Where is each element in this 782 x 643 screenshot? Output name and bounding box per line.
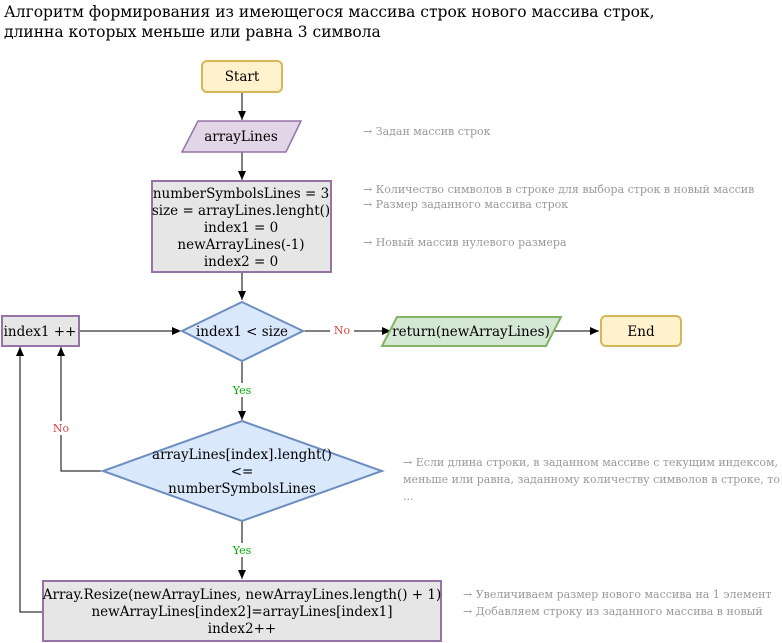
note-resize-2: → Добавляем строку из заданного массива … (463, 605, 763, 618)
condition2-line-3: numberSymbolsLines (168, 481, 316, 497)
start-node (201, 60, 283, 93)
condition2-node (100, 419, 385, 523)
increment-node (1, 315, 80, 347)
note-init-1: → Количество символов в строке для выбор… (363, 183, 754, 196)
note-init-2: → Размер заданного массива строк (363, 198, 568, 211)
increment-label: index1 ++ (4, 324, 77, 340)
edge-label-yes-1: Yes (232, 384, 252, 397)
start-label: Start (225, 69, 260, 85)
edge-condition2-increment (57, 347, 103, 472)
note-init-3: → Новый массив нулевого размера (363, 236, 567, 249)
return-node (380, 316, 563, 347)
edge-label-no-1: No (334, 324, 351, 337)
input-node (180, 120, 303, 153)
init-line-2: size = arrayLines.lenght() (152, 203, 330, 219)
edge-label-yes-2: Yes (232, 544, 252, 557)
input-label: arrayLines (204, 129, 278, 145)
resize-line-2: newArrayLines[index2]=arrayLines[index1] (91, 604, 392, 620)
return-label: return(newArrayLines) (392, 324, 550, 340)
title-line-2: длинна которых меньше или равна 3 символ… (4, 23, 381, 41)
note-condition-1: → Если длина строки, в заданном массиве … (403, 456, 778, 469)
init-line-3: index1 = 0 (204, 220, 278, 236)
init-line-4: newArrayLines(-1) (177, 237, 304, 253)
init-line-1: numberSymbolsLines = 3 (153, 186, 329, 202)
init-node (151, 180, 332, 273)
resize-line-3: index2++ (208, 621, 276, 637)
note-input: → Задан массив строк (363, 125, 491, 138)
init-line-5: index2 = 0 (204, 254, 278, 270)
note-condition-3: ... (403, 490, 414, 503)
end-label: End (627, 324, 655, 340)
condition1-label: index1 < size (196, 324, 288, 340)
title-line-1: Алгоритм формирования из имеющегося масс… (4, 3, 655, 21)
condition2-line-2: <= (231, 464, 254, 480)
note-resize-1: → Увеличиваем размер нового массива на 1… (463, 588, 772, 601)
end-node (600, 315, 682, 347)
condition2-line-1: arrayLines[index].lenght() (152, 447, 332, 463)
edge-resize-increment (16, 347, 42, 613)
resize-node (42, 580, 442, 642)
edge-label-no-2: No (53, 422, 70, 435)
diagram-title: Алгоритм формирования из имеющегося масс… (4, 2, 774, 42)
resize-line-1: Array.Resize(newArrayLines, newArrayLine… (42, 587, 441, 603)
condition1-node (179, 300, 306, 363)
note-condition-2: меньше или равна, заданному количеству с… (403, 473, 780, 486)
